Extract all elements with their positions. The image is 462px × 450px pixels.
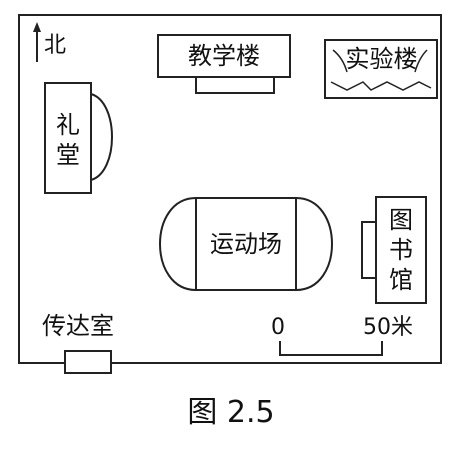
auditorium-label: 礼堂	[44, 110, 92, 170]
auditorium	[44, 82, 92, 194]
library-annex	[361, 221, 377, 279]
north-label: 北	[44, 33, 67, 58]
scale-end-label: 50米	[363, 315, 413, 340]
teaching-building-label: 教学楼	[188, 42, 260, 70]
auditorium-stage	[90, 93, 113, 181]
north-arrow-icon	[33, 22, 41, 62]
library-label-text: 图书馆	[389, 206, 413, 294]
lab-building-outline	[324, 39, 438, 99]
scale-start-label: 0	[271, 315, 285, 340]
library	[375, 196, 427, 304]
guard-room	[64, 350, 112, 374]
teaching-building	[157, 34, 291, 78]
scale-bar	[279, 341, 383, 356]
sports-field-label: 运动场	[210, 230, 282, 258]
auditorium-label-text: 礼堂	[56, 111, 80, 169]
guard-room-label: 传达室	[42, 312, 114, 340]
sports-field	[159, 197, 333, 291]
figure-caption: 图 2.5	[187, 395, 275, 430]
map-frame	[18, 14, 442, 364]
lab-building-label: 实验楼	[345, 45, 418, 73]
teaching-building-annex	[195, 76, 275, 94]
library-label: 图书馆	[375, 205, 427, 295]
